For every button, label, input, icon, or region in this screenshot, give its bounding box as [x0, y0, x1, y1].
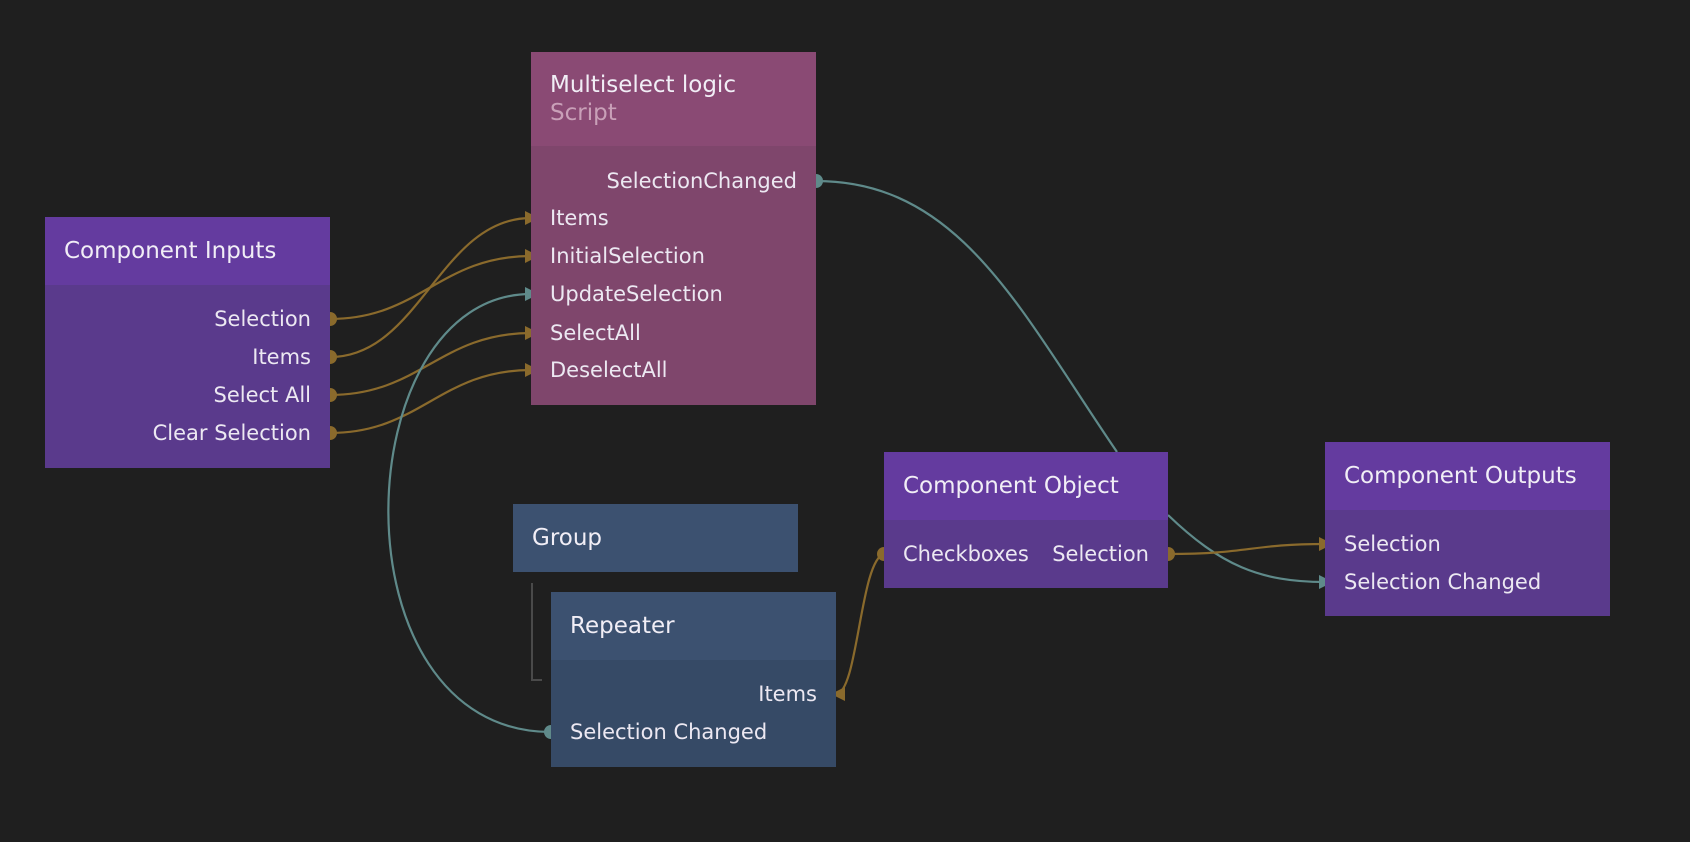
output-port-selection-changed[interactable]: Selection Changed — [570, 720, 768, 744]
wire-items-to-items — [329, 216, 532, 359]
node-title: Multiselect logic — [550, 72, 736, 98]
node-title: Component Inputs — [64, 238, 277, 264]
wire-selectall-to-selectall — [329, 331, 532, 397]
repeater-node[interactable]: Repeater Items Selection Changed — [551, 592, 836, 767]
output-port-clear-selection[interactable]: Clear Selection — [152, 421, 311, 445]
output-port-select-all[interactable]: Select All — [213, 383, 312, 407]
wire-checkboxes-to-repeater-items — [835, 552, 885, 696]
output-port-selection[interactable]: Selection — [214, 307, 311, 331]
input-port-updateselection[interactable]: UpdateSelection — [550, 282, 723, 306]
wire-clearselection-to-deselectall — [329, 368, 532, 435]
component-outputs-node[interactable]: Component Outputs Selection Selection Ch… — [1325, 442, 1610, 616]
output-port-selectionchanged[interactable]: SelectionChanged — [606, 169, 797, 193]
input-port-items[interactable]: Items — [758, 682, 817, 706]
input-port-checkboxes[interactable]: Checkboxes — [903, 542, 1029, 566]
node-title: Component Outputs — [1344, 463, 1577, 489]
wire-object-selection-to-outputs — [1167, 542, 1326, 556]
wire-selection-to-initialselection — [329, 254, 532, 321]
output-port-items[interactable]: Items — [252, 345, 311, 369]
node-title: Component Object — [903, 473, 1119, 499]
output-port-selection[interactable]: Selection — [1052, 542, 1149, 566]
component-inputs-node[interactable]: Component Inputs Selection Items Select … — [45, 217, 330, 468]
node-title: Group — [532, 525, 603, 551]
input-port-items[interactable]: Items — [550, 206, 609, 230]
input-port-initialselection[interactable]: InitialSelection — [550, 244, 705, 268]
wire-object-to-outputs-changed — [1167, 514, 1326, 584]
group-children-bracket — [531, 583, 542, 681]
component-object-node[interactable]: Component Object Checkboxes Selection — [884, 452, 1168, 588]
multiselect-logic-node[interactable]: Multiselect logic Script SelectionChange… — [531, 52, 816, 405]
node-title: Repeater — [570, 613, 675, 639]
input-port-selection-changed[interactable]: Selection Changed — [1344, 570, 1542, 594]
input-port-deselectall[interactable]: DeselectAll — [550, 358, 668, 382]
wire-selectionchanged-to-object — [815, 179, 1118, 453]
input-port-selection[interactable]: Selection — [1344, 532, 1441, 556]
input-port-selectall[interactable]: SelectAll — [550, 321, 641, 345]
group-node[interactable]: Group — [513, 504, 798, 572]
node-subtitle: Script — [550, 100, 617, 126]
